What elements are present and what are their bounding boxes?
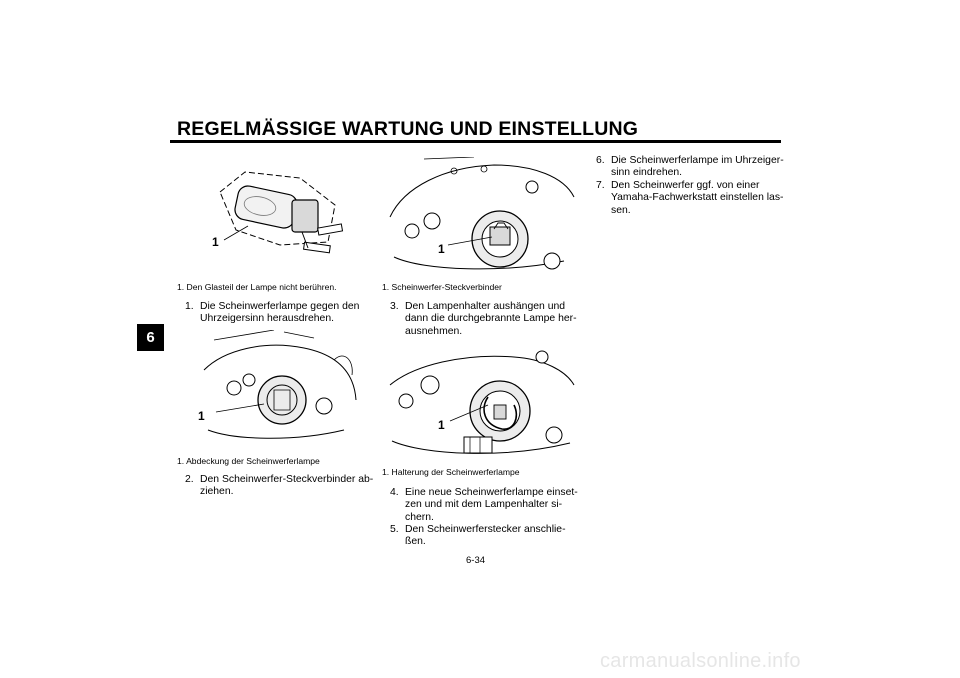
lamp-cover-illustration: 1 bbox=[198, 330, 357, 439]
step-7-line-1: Den Scheinwerfer ggf. von einer bbox=[611, 180, 760, 191]
step-3-line-2: dann die durchgebrannte Lampe her- bbox=[405, 313, 577, 325]
step-6-number: 6. bbox=[596, 155, 605, 166]
step-4-line-1: Eine neue Scheinwerferlampe einset- bbox=[405, 487, 578, 498]
step-6-line-1: Die Scheinwerferlampe im Uhrzeiger- bbox=[611, 155, 784, 166]
step-5-number: 5. bbox=[390, 524, 399, 535]
step-2-line-1: Den Scheinwerfer-Steckverbinder ab- bbox=[200, 474, 374, 485]
figure-connector: 1 bbox=[384, 157, 578, 275]
step-4-line-3: chern. bbox=[405, 511, 434, 523]
figure-connector-label: 1 bbox=[438, 242, 445, 256]
step-7-line-3: sen. bbox=[611, 204, 631, 216]
figure-lamp-holder-caption: 1. Halterung der Scheinwerferlampe bbox=[382, 467, 520, 477]
page-number: 6-34 bbox=[466, 555, 486, 566]
figure-bulb-label: 1 bbox=[212, 235, 219, 249]
step-3-line-3: ausnehmen. bbox=[405, 325, 463, 337]
figure-lamp-holder: 1 bbox=[384, 345, 578, 463]
step-3-line-1: Den Lampenhalter aushängen und bbox=[405, 301, 566, 312]
step-6-line-2: sinn eindrehen. bbox=[611, 167, 683, 179]
step-4-number: 4. bbox=[390, 487, 399, 498]
figure-lamp-holder-label: 1 bbox=[438, 418, 445, 432]
bulb-illustration: 1 bbox=[212, 171, 344, 254]
watermark: carmanualsonline.info bbox=[600, 650, 801, 672]
step-5-line-2: ßen. bbox=[405, 536, 426, 548]
figure-connector-caption: 1. Scheinwerfer-Steckverbinder bbox=[382, 282, 502, 292]
title-rule bbox=[170, 140, 781, 143]
page-title: REGELMÄSSIGE WARTUNG UND EINSTELLUNG bbox=[177, 118, 639, 140]
figure-lamp-cover: 1 bbox=[194, 330, 362, 448]
step-5-line-1: Den Scheinwerferstecker anschlie- bbox=[405, 524, 566, 535]
figure-bulb: 1 bbox=[200, 160, 360, 275]
step-3-number: 3. bbox=[390, 301, 399, 312]
step-7-number: 7. bbox=[596, 180, 605, 191]
step-1-line-2: Uhrzeigersinn herausdrehen. bbox=[200, 313, 335, 325]
lamp-holder-illustration: 1 bbox=[389, 350, 575, 454]
connector-illustration: 1 bbox=[389, 157, 575, 270]
step-4-line-2: zen und mit dem Lampenhalter si- bbox=[405, 499, 563, 511]
step-1-number: 1. bbox=[185, 301, 194, 312]
step-1-line-1: Die Scheinwerferlampe gegen den bbox=[200, 301, 360, 312]
step-2-line-2: ziehen. bbox=[200, 486, 234, 498]
figure-lamp-cover-caption: 1. Abdeckung der Scheinwerferlampe bbox=[177, 456, 320, 466]
figure-lamp-cover-label: 1 bbox=[198, 409, 205, 423]
chapter-tab: 6 bbox=[137, 324, 164, 351]
figure-bulb-caption: 1. Den Glasteil der Lampe nicht berühren… bbox=[177, 282, 337, 292]
step-7-line-2: Yamaha-Fachwerkstatt einstellen las- bbox=[611, 192, 784, 204]
step-2-number: 2. bbox=[185, 474, 194, 485]
